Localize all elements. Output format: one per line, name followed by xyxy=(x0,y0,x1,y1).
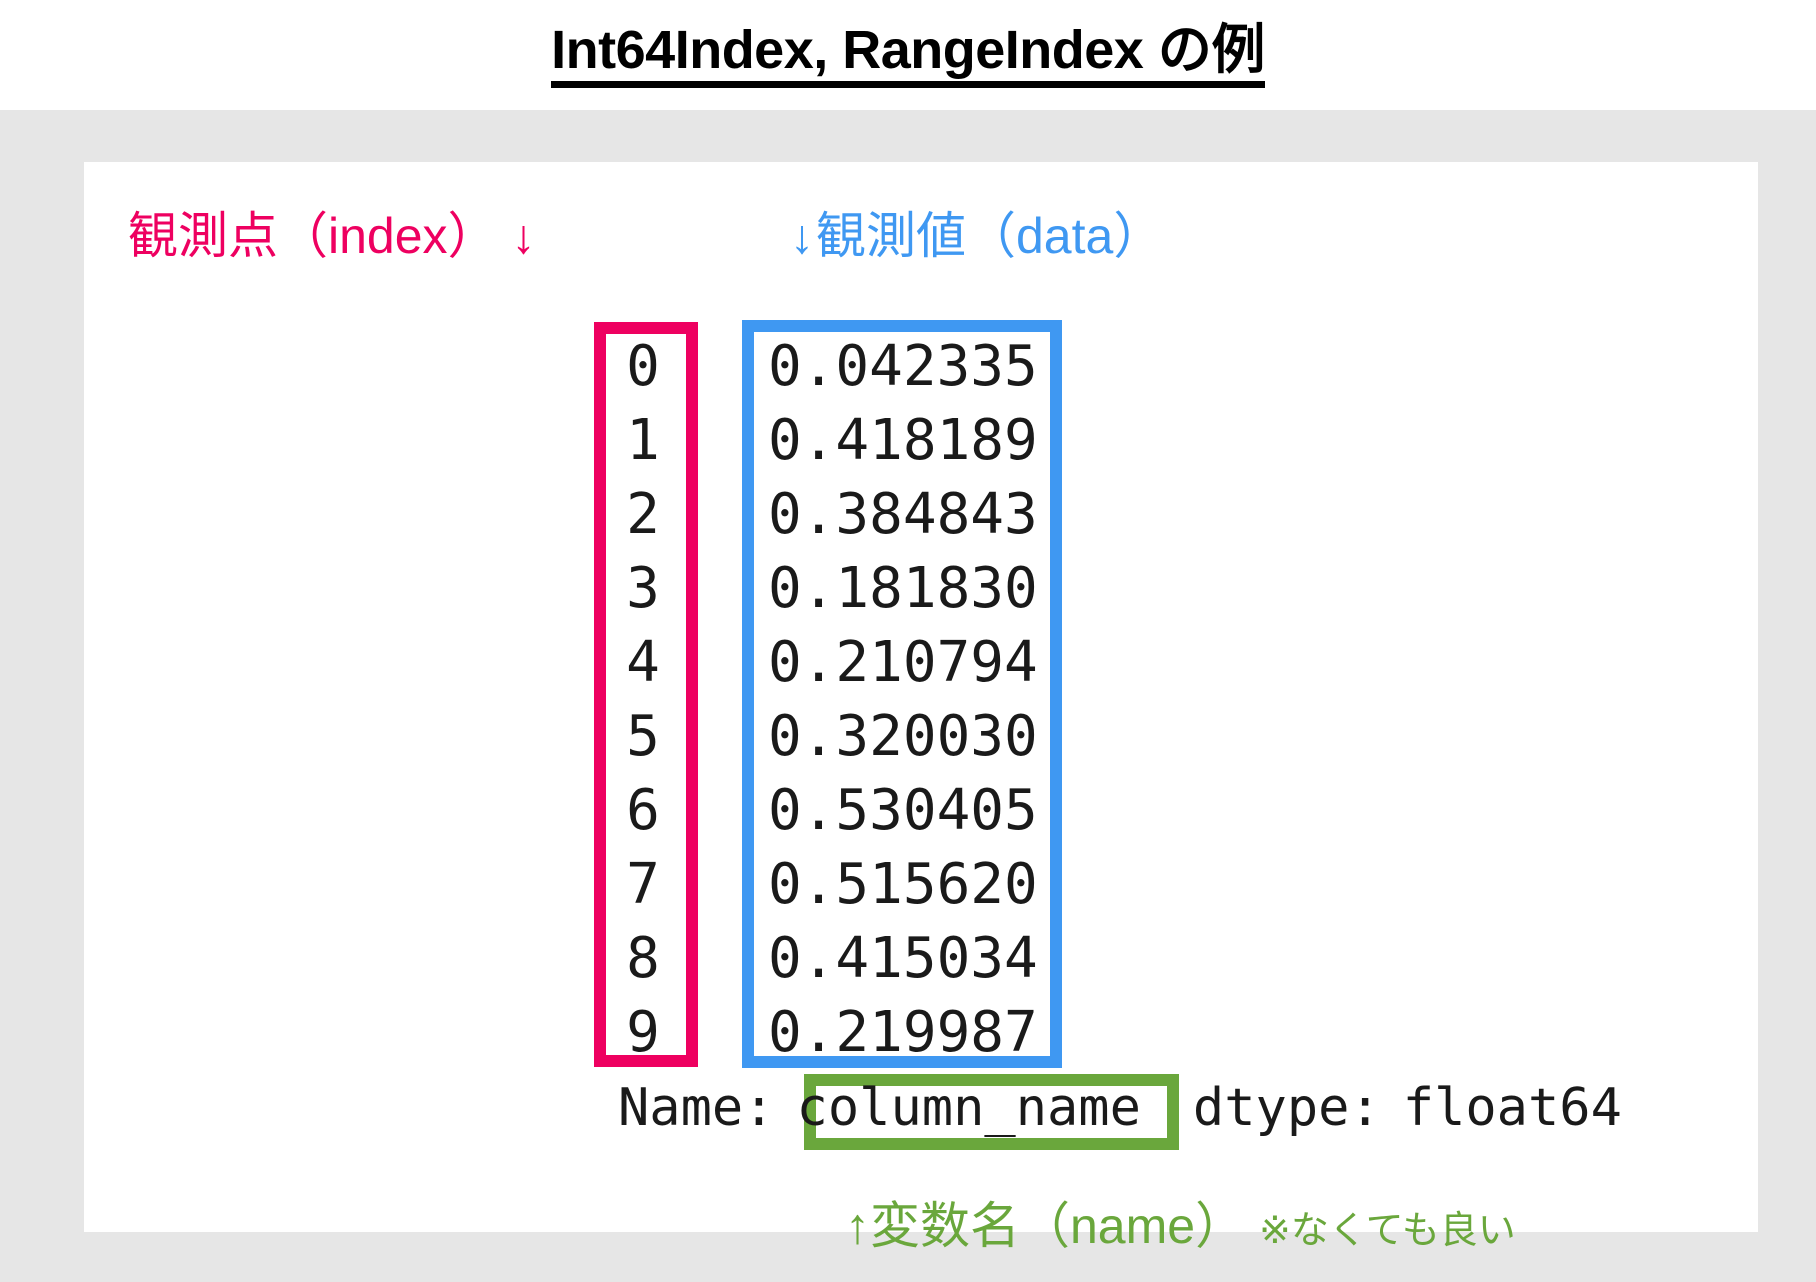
series-output: 0 1 2 3 4 5 6 7 8 9 0.042335 0.418189 0.… xyxy=(612,330,1038,1070)
value-cell: 0.418189 xyxy=(768,408,1038,473)
page-title: Int64Index, RangeIndex の例 xyxy=(551,22,1265,88)
value-column: 0.042335 0.418189 0.384843 0.181830 0.21… xyxy=(768,330,1038,1070)
value-cell: 0.415034 xyxy=(768,926,1038,991)
name-value: column_name xyxy=(796,1078,1141,1138)
series-meta-line: Name: column_name dtype: float64 xyxy=(618,1078,1652,1138)
index-cell: 4 xyxy=(626,630,660,695)
value-cell: 0.181830 xyxy=(768,556,1038,621)
data-annotation-text: 観測値（data） xyxy=(816,208,1164,264)
index-column: 0 1 2 3 4 5 6 7 8 9 xyxy=(612,330,674,1070)
index-cell: 7 xyxy=(626,852,660,917)
index-annotation-label: 観測点（index）↓ xyxy=(128,196,536,268)
value-cell: 0.384843 xyxy=(768,482,1038,547)
data-highlight-box xyxy=(742,320,1062,1068)
content-card xyxy=(84,162,1758,1232)
index-highlight-box xyxy=(594,322,698,1067)
index-annotation-text: 観測点（index） xyxy=(128,208,498,264)
name-annotation-label: ↑変数名（name） ※なくても良い xyxy=(845,1186,1516,1258)
index-cell: 9 xyxy=(626,1000,660,1065)
name-highlight-box xyxy=(804,1074,1179,1150)
value-cell: 0.320030 xyxy=(768,704,1038,769)
index-cell: 8 xyxy=(626,926,660,991)
index-cell: 0 xyxy=(626,334,660,399)
index-cell: 6 xyxy=(626,778,660,843)
dtype-value: float64 xyxy=(1402,1078,1622,1138)
page-title-bar: Int64Index, RangeIndex の例 xyxy=(0,0,1816,110)
index-cell: 1 xyxy=(626,408,660,473)
name-optional-note: ※なくても良い xyxy=(1258,1210,1516,1252)
value-cell: 0.515620 xyxy=(768,852,1038,917)
value-cell: 0.219987 xyxy=(768,1000,1038,1065)
value-cell: 0.210794 xyxy=(768,630,1038,695)
index-cell: 5 xyxy=(626,704,660,769)
name-label: Name: xyxy=(618,1078,775,1138)
value-cell: 0.042335 xyxy=(768,334,1038,399)
value-cell: 0.530405 xyxy=(768,778,1038,843)
index-down-arrow-icon: ↓ xyxy=(511,211,536,264)
data-down-arrow-icon: ↓ xyxy=(790,211,814,264)
index-cell: 3 xyxy=(626,556,660,621)
data-annotation-label: ↓観測値（data） xyxy=(790,196,1163,268)
name-up-arrow-icon: ↑変数名（name） xyxy=(845,1198,1246,1254)
dtype-label: dtype: xyxy=(1192,1078,1381,1138)
index-cell: 2 xyxy=(626,482,660,547)
